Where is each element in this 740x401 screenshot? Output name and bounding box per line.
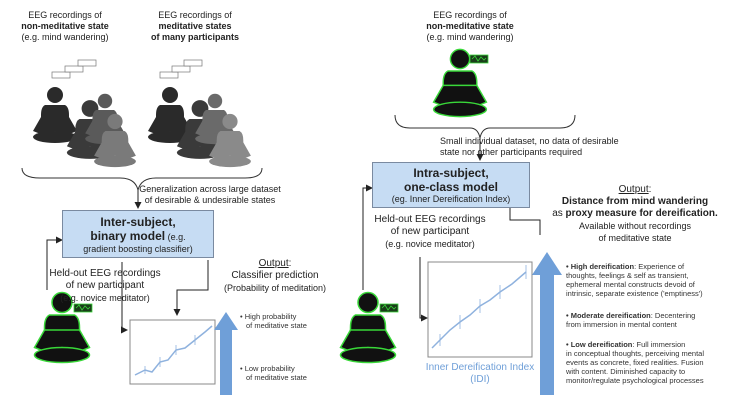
- label-line: (e.g. mind wandering): [21, 32, 109, 42]
- output-colon: :: [648, 184, 652, 195]
- label-non-meditative-right: EEG recordings of non-meditative state (…: [395, 10, 545, 43]
- inter-subject-model-box: Inter-subject, binary model (e.g. gradie…: [62, 210, 214, 258]
- output-label-left: Output: Classifier prediction (Probabili…: [215, 258, 335, 294]
- output-colon: :: [288, 258, 292, 269]
- intra-subject-model-box: Intra-subject, one-class model (eg. Inne…: [372, 162, 530, 208]
- label-line: Inner Dereification Index: [425, 362, 535, 373]
- label-meditative-states: EEG recordings of meditative states of m…: [140, 10, 250, 43]
- bullet-line: : Experience of: [634, 262, 685, 271]
- participants-group-left: [33, 87, 136, 168]
- bullet-line: with content. Diminished capacity to: [566, 367, 686, 376]
- low-probability-label: • Low probability of meditative state: [240, 364, 307, 382]
- output-label-right: Output: Distance from mind wandering as …: [540, 184, 730, 244]
- label-heldout-right: Held-out EEG recordings of new participa…: [365, 214, 495, 250]
- bullet-low-dereification: • Low dereification: Full immersion in c…: [566, 340, 704, 385]
- bullet-moderate-dereification: • Moderate dereification: Decentering fr…: [566, 311, 695, 329]
- bullet-line: from immersion in mental content: [566, 320, 677, 329]
- model-subtitle: (eg. Inner Dereification Index): [391, 194, 511, 204]
- label-line: (Probability of meditation): [223, 283, 327, 293]
- label-line: Classifier prediction: [231, 270, 319, 281]
- label-line: of many participants: [150, 32, 240, 42]
- output-heading: Output: [258, 258, 289, 269]
- label-line: of meditative state: [598, 233, 672, 243]
- model-title: Inter-subject,: [100, 215, 176, 229]
- label-line: • High probability: [240, 312, 297, 321]
- label-line: EEG recordings of: [28, 10, 102, 20]
- participants-group-right: [148, 87, 251, 168]
- label-line: Available without recordings: [579, 221, 691, 231]
- label-fragment: as: [552, 208, 566, 219]
- model-subtitle: (e.g.: [165, 232, 186, 242]
- bullet-line: : Full immersion: [632, 340, 686, 349]
- bullet-high-dereification: • High dereification: Experience of thou…: [566, 262, 703, 298]
- label-line: of desirable & undesirable states: [144, 195, 276, 205]
- dereification-arrow: [532, 252, 562, 395]
- idi-chart: [427, 261, 533, 358]
- bracket-top-right: [394, 114, 576, 139]
- label-generalization: Generalization across large dataset of d…: [120, 184, 300, 206]
- bullet-line: thoughts, feelings & self as transient,: [566, 271, 689, 280]
- bullet-line: events as concrete, fixed realities. Fus…: [566, 358, 704, 367]
- model-subtitle: gradient boosting classifier): [83, 244, 193, 254]
- label-line: of meditative state: [246, 373, 307, 382]
- high-probability-label: • High probability of meditative state: [240, 312, 307, 330]
- label-line: non-meditative state: [426, 21, 514, 31]
- label-heldout-left: Held-out EEG recordings of new participa…: [40, 268, 170, 304]
- model-title: one-class model: [403, 180, 499, 194]
- label-line: Held-out EEG recordings: [49, 268, 161, 279]
- heldout-participant-right: [339, 291, 397, 364]
- classifier-chart: [129, 319, 216, 385]
- bullet-line: : Decentering: [650, 311, 696, 320]
- idi-label: Inner Dereification Index (IDI): [420, 362, 540, 386]
- label-line: Generalization across large dataset: [139, 184, 281, 194]
- label-non-meditative-left: EEG recordings of non-meditative state (…: [20, 10, 110, 43]
- label-line: meditative states: [158, 21, 232, 31]
- label-line: Distance from mind wandering: [561, 196, 709, 207]
- label-small-dataset: Small individual dataset, no data of des…: [440, 136, 650, 158]
- label-line: EEG recordings of: [158, 10, 232, 20]
- label-fragment: proxy measure for dereification.: [565, 208, 718, 219]
- label-line: • Low probability: [240, 364, 295, 373]
- bullet-line: in conceptual thoughts, perceiving menta…: [566, 349, 705, 358]
- bullet-title: • Moderate dereification: [566, 311, 651, 320]
- label-line: of meditative state: [246, 321, 307, 330]
- bullet-line: monitor/regulate psychological processes: [566, 376, 704, 385]
- label-line: non-meditative state: [21, 21, 109, 31]
- label-line: (e.g. mind wandering): [426, 32, 514, 42]
- label-line: EEG recordings of: [433, 10, 507, 20]
- label-line: state nor other participants required: [440, 147, 583, 157]
- model-title: Intra-subject,: [413, 166, 489, 180]
- output-heading: Output: [618, 184, 649, 195]
- bullet-line: intrinsic, separate existence ('emptines…: [566, 289, 703, 298]
- bullet-title: • Low dereification: [566, 340, 633, 349]
- model-title: binary model: [90, 229, 166, 243]
- label-line: of new participant: [65, 280, 145, 291]
- label-line: (e.g. novice meditator): [60, 293, 150, 303]
- label-line: (e.g. novice meditator): [385, 239, 475, 249]
- bullet-title: • High dereification: [566, 262, 635, 271]
- bullet-line: ephemeral mental constructs devoid of: [566, 280, 695, 289]
- eeg-thumbnails-left: [51, 59, 203, 79]
- probability-arrow: [214, 312, 238, 395]
- label-line: of new participant: [390, 226, 470, 237]
- label-line: Small individual dataset, no data of des…: [440, 136, 619, 146]
- label-line: (IDI): [470, 374, 490, 385]
- label-line: Held-out EEG recordings: [374, 214, 486, 225]
